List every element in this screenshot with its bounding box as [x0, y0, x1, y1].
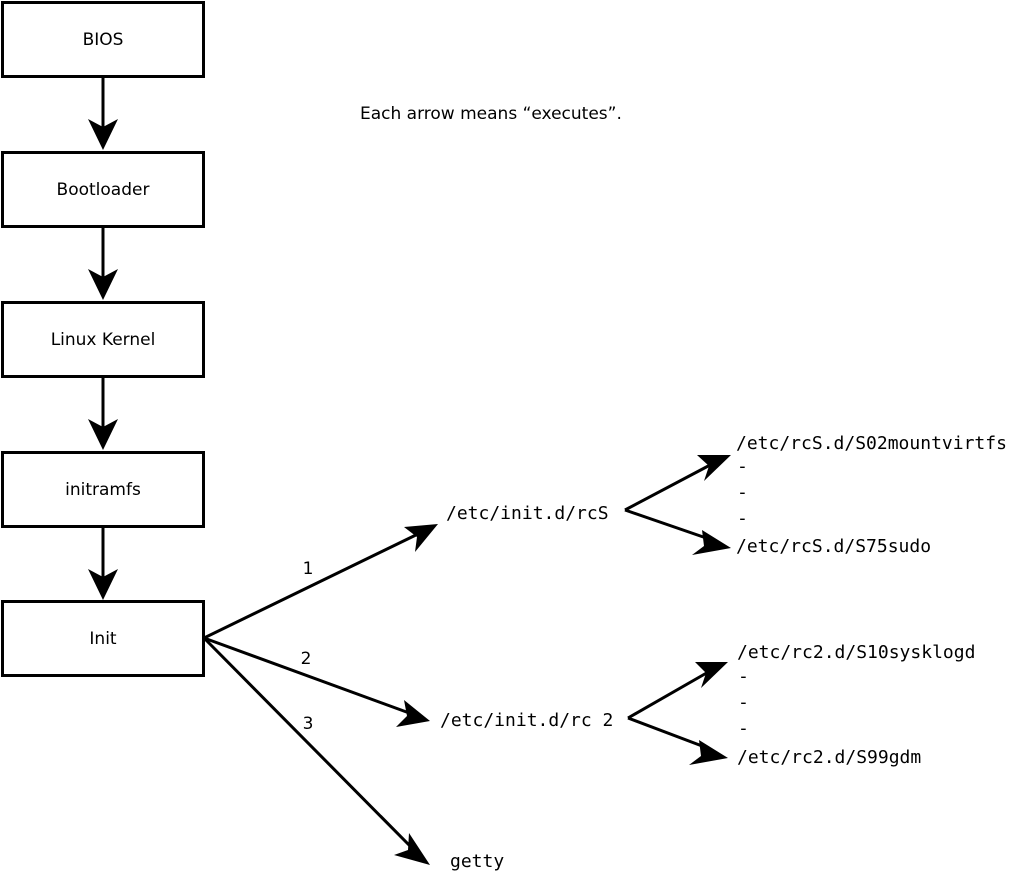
rcs-script-list: /etc/rcS.d/S02mountvirtfs - - - /etc/rcS…	[736, 433, 1007, 557]
rcs-ellipsis-dash-1: -	[737, 456, 748, 477]
connector-bios-to-bootloader	[88, 76, 118, 150]
rc2-script-list: /etc/rc2.d/S10sysklogd - - - /etc/rc2.d/…	[737, 642, 975, 768]
stage-label-initramfs: initramfs	[65, 480, 141, 500]
rc2-script-last[interactable]: /etc/rc2.d/S99gdm	[737, 747, 921, 768]
diagram-caption: Each arrow means “executes”.	[360, 104, 622, 124]
rcs-script-first[interactable]: /etc/rcS.d/S02mountvirtfs	[736, 433, 1007, 454]
stage-box-bios[interactable]: BIOS	[1, 1, 205, 78]
stage-box-initramfs[interactable]: initramfs	[1, 451, 205, 528]
stage-label-init: Init	[89, 629, 117, 649]
init-branch-2: 2 /etc/init.d/rc 2	[203, 636, 613, 731]
vertical-connectors	[88, 76, 118, 600]
rc2-ellipsis-dash-1: -	[738, 666, 749, 687]
rcs-script-last[interactable]: /etc/rcS.d/S75sudo	[736, 536, 931, 557]
stage-label-kernel: Linux Kernel	[51, 330, 156, 350]
init-branch-3: 3 getty	[202, 636, 504, 872]
stage-box-init[interactable]: Init	[1, 600, 205, 677]
branch-number-1: 1	[303, 559, 314, 579]
branch-target-rc2[interactable]: /etc/init.d/rc 2	[440, 710, 613, 731]
stage-box-bootloader[interactable]: Bootloader	[1, 151, 205, 228]
rc2-ellipsis-dash-2: -	[738, 692, 749, 713]
connector-kernel-to-initramfs	[88, 376, 118, 450]
rc2-ellipsis-dash-3: -	[738, 718, 749, 739]
branch-number-2: 2	[301, 649, 312, 669]
stage-label-bootloader: Bootloader	[57, 180, 150, 200]
rc2-script-first[interactable]: /etc/rc2.d/S10sysklogd	[737, 642, 975, 663]
init-branch-1: 1 /etc/init.d/rcS	[203, 503, 609, 640]
branch-number-3: 3	[303, 714, 314, 734]
stage-label-bios: BIOS	[83, 30, 124, 50]
connector-initramfs-to-init	[88, 526, 118, 600]
branch-target-getty[interactable]: getty	[450, 851, 504, 872]
branch-target-rcs[interactable]: /etc/init.d/rcS	[446, 503, 609, 524]
stage-box-kernel[interactable]: Linux Kernel	[1, 301, 205, 378]
connector-bootloader-to-kernel	[88, 226, 118, 300]
rcs-ellipsis-dash-3: -	[737, 508, 748, 529]
rc2-fanout	[627, 662, 728, 765]
rcs-fanout	[624, 455, 731, 555]
rcs-ellipsis-dash-2: -	[737, 482, 748, 503]
